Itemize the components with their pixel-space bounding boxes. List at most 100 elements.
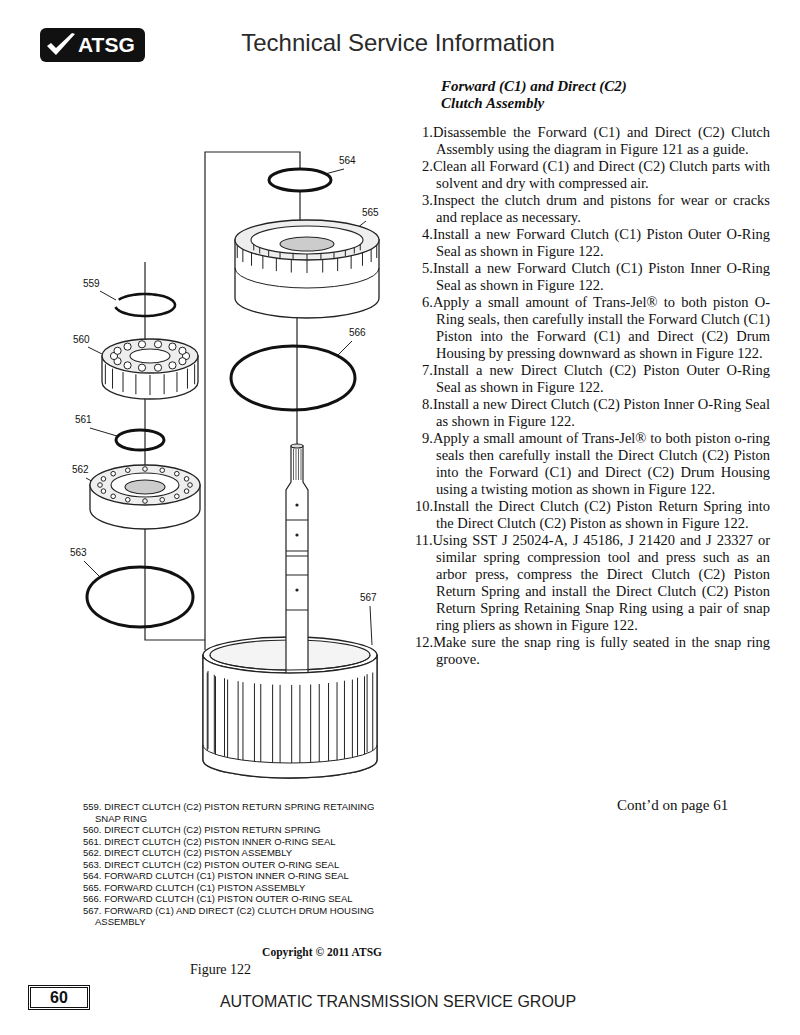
return-spring-shape [105, 364, 106, 384]
clutch-drum-shape [238, 681, 239, 759]
return-spring-shape [150, 375, 151, 395]
clutch-drum-shape [301, 449, 302, 480]
clutch-drum-shape [357, 678, 358, 756]
forward-piston-shape [253, 244, 254, 250]
callout-number: 561 [75, 414, 92, 425]
forward-piston-shape [362, 253, 363, 266]
clutch-drum-shape [242, 682, 243, 760]
procedure-step: 9.Apply a small amount of Trans-Jel® to … [415, 430, 770, 498]
forward-piston-shape [337, 258, 338, 271]
direct-piston [90, 465, 200, 529]
procedure-step: 6.Apply a small amount of Trans-Jel® to … [415, 294, 770, 362]
return-spring-shape [194, 364, 195, 384]
clutch-drum-shape [295, 533, 298, 536]
return-spring-shape [124, 343, 131, 350]
center-line-shape [299, 192, 300, 222]
forward-piston-shape [351, 256, 352, 269]
clutch-drum-shape [293, 449, 294, 480]
clutch-drum-shape [344, 681, 345, 759]
forward-piston-shape [251, 253, 252, 266]
snap-ring [116, 294, 175, 316]
return-spring-shape [176, 372, 177, 392]
center-line-shape [296, 300, 297, 444]
snap-ring-shape [116, 294, 175, 316]
logo-badge: ATSG [40, 28, 145, 62]
direct-piston-shape [175, 494, 180, 499]
callout-number: 559 [83, 278, 100, 289]
figure-frame: 559. DIRECT CLUTCH (C2) PISTON RETURN SP… [58, 121, 388, 965]
procedure-step: 10.Install the Direct Clutch (C2) Piston… [415, 498, 770, 532]
direct-piston-shape [143, 467, 148, 472]
part-list-entry: 564. FORWARD CLUTCH (C1) PISTON INNER O-… [83, 870, 375, 882]
footer-text: AUTOMATIC TRANSMISSION SERVICE GROUP [148, 993, 648, 1011]
direct-piston-shape [101, 489, 106, 494]
direct-piston-shape [111, 471, 116, 476]
center-line-shape [145, 262, 205, 640]
callout-number: 562 [72, 464, 89, 475]
return-spring-shape [154, 364, 161, 371]
copyright-note: Copyright © 2011 ATSG [262, 946, 382, 958]
direct-piston-shape [125, 468, 130, 473]
leader-line-shape [100, 291, 116, 300]
return-spring-shape [169, 362, 176, 369]
leader-line [84, 169, 372, 645]
o-ring-shape [269, 169, 331, 191]
forward-piston-shape [307, 260, 308, 273]
return-spring-shape [187, 369, 188, 389]
page-number: 60 [31, 988, 87, 1007]
clutch-drum-shape [272, 685, 273, 763]
clutch-drum-shape [298, 449, 299, 480]
return-spring-shape [102, 339, 198, 373]
part-list-entry: 562. DIRECT CLUTCH (C2) PISTON ASSEMBLY [83, 847, 375, 859]
forward-piston-shape [262, 256, 263, 269]
page-title: Technical Service Information [148, 29, 648, 57]
forward-piston-shape [276, 258, 277, 271]
leader-line-shape [84, 561, 100, 577]
o-ring [116, 430, 164, 450]
forward-piston-shape [371, 249, 372, 262]
part-list-entry: 565. FORWARD CLUTCH (C1) PISTON ASSEMBLY [83, 882, 375, 894]
logo-text: ATSG [78, 33, 135, 57]
part-list-entry: 559. DIRECT CLUTCH (C2) PISTON RETURN SP… [83, 801, 375, 824]
clutch-drum-shape [203, 655, 377, 778]
clutch-drum-shape [254, 683, 255, 761]
o-ring [231, 346, 355, 410]
procedure-step: 11.Using SST J 25024-A, J 45186, J 21420… [415, 532, 770, 634]
clutch-drum-shape [260, 684, 261, 762]
forward-piston-shape [235, 220, 379, 260]
clutch-drum-shape [203, 655, 377, 778]
leader-line-shape [90, 428, 117, 436]
procedure-step: 4.Install a new Forward Clutch (C1) Pist… [415, 226, 770, 260]
o-ring [87, 567, 193, 627]
direct-piston-shape [111, 473, 179, 497]
direct-piston-shape [160, 497, 165, 502]
direct-piston-shape [160, 468, 165, 473]
forward-piston-shape [307, 254, 308, 260]
forward-piston-shape [293, 254, 294, 260]
parts-list: 559. DIRECT CLUTCH (C2) PISTON RETURN SP… [83, 801, 375, 928]
o-ring-shape [231, 346, 355, 410]
callout-number: 566 [349, 327, 366, 338]
clutch-drum-shape [364, 676, 365, 754]
clutch-drum-shape [372, 673, 373, 751]
return-spring-shape [138, 341, 145, 348]
direct-piston-shape [90, 465, 200, 505]
clutch-drum-shape [310, 684, 311, 762]
direct-piston-shape [125, 480, 165, 494]
forward-piston-shape [333, 252, 334, 258]
clutch-drum-shape [352, 680, 353, 758]
callout-number: 560 [73, 334, 90, 345]
clutch-drum-shape [215, 676, 216, 754]
forward-piston-shape [376, 245, 377, 258]
forward-piston-shape [242, 249, 243, 262]
clutch-drum-shape [208, 671, 209, 749]
o-ring-shape [87, 567, 193, 627]
forward-piston-shape [345, 250, 346, 256]
clutch-drum-shape [295, 588, 298, 591]
forward-piston-shape [322, 260, 323, 273]
clutch-drum [203, 444, 377, 778]
leader-line-shape [370, 606, 372, 645]
clutch-drum-shape [286, 556, 308, 557]
return-spring-shape [124, 362, 131, 369]
o-ring [269, 169, 331, 191]
